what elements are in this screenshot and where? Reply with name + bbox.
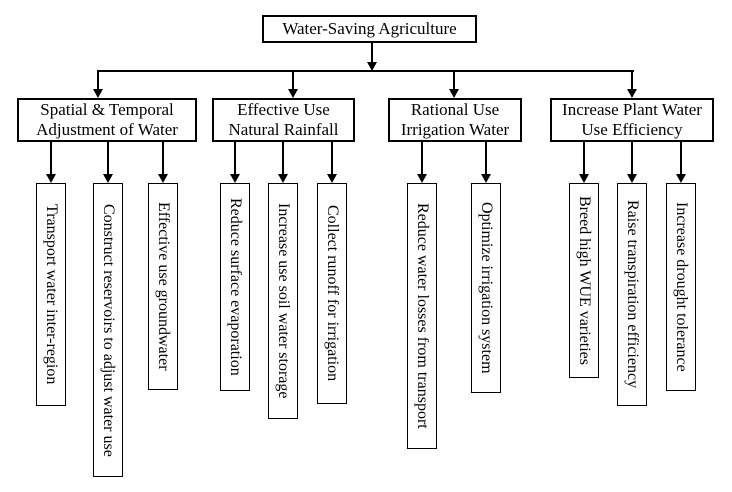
branch-label-line1: Increase Plant Water: [562, 100, 702, 119]
leaf-node-reduce-losses: Reduce water losses from transport: [407, 183, 437, 449]
connector-arrow-leaf: [480, 142, 492, 183]
branch-label-line2: Irrigation Water: [400, 120, 510, 139]
connector-arrow-branch-3: [448, 71, 460, 98]
connector-arrow-branch-4: [626, 71, 638, 98]
connector-arrow-leaf: [277, 142, 289, 183]
leaf-node-transpiration-efficiency: Raise transpiration efficiency: [617, 183, 647, 406]
leaf-node-construct-reservoirs: Construct reservoirs to adjust water use: [93, 183, 123, 477]
branch-node-spatial-temporal: Spatial & Temporal Adjustment of Water: [17, 98, 197, 142]
root-node: Water-Saving Agriculture: [262, 15, 477, 43]
connector-arrow-leaf: [229, 142, 241, 183]
leaf-node-soil-water-storage: Increase use soil water storage: [268, 183, 298, 419]
leaf-node-transport-water: Transport water inter-region: [36, 183, 66, 406]
leaf-node-collect-runoff: Collect runoff for irrigation: [317, 183, 347, 404]
branch-node-irrigation-water: Rational Use Irrigation Water: [388, 98, 522, 142]
branch-label-line1: Effective Use: [237, 100, 330, 119]
branch-label-line2: Use Efficiency: [581, 120, 683, 139]
connector-arrow-leaf: [45, 142, 57, 183]
connector-arrow-branch-1: [92, 71, 104, 98]
connector-arrow-leaf: [416, 142, 428, 183]
leaf-node-breed-wue: Breed high WUE varieties: [569, 183, 599, 378]
connector-arrow-root: [366, 43, 378, 71]
branch-label-line1: Rational Use: [410, 100, 500, 119]
connector-line-horizontal: [97, 70, 634, 72]
branch-node-plant-wue: Increase Plant Water Use Efficiency: [550, 98, 714, 142]
branch-label-line2: Natural Rainfall: [228, 120, 339, 139]
leaf-node-drought-tolerance: Increase drought tolerance: [666, 183, 696, 391]
connector-arrow-leaf: [157, 142, 169, 183]
connector-arrow-leaf: [675, 142, 687, 183]
branch-label-line2: Adjustment of Water: [36, 120, 178, 139]
connector-arrow-leaf: [102, 142, 114, 183]
leaf-node-use-groundwater: Effective use groundwater: [148, 183, 178, 390]
connector-arrow-leaf: [578, 142, 590, 183]
leaf-node-reduce-evaporation: Reduce surface evaporation: [220, 183, 250, 391]
branch-label-line1: Spatial & Temporal: [40, 100, 174, 119]
connector-arrow-leaf: [326, 142, 338, 183]
connector-arrow-leaf: [626, 142, 638, 183]
connector-arrow-branch-2: [287, 71, 299, 98]
leaf-node-optimize-system: Optimize irrigation system: [471, 183, 501, 393]
branch-node-natural-rainfall: Effective Use Natural Rainfall: [212, 98, 355, 142]
